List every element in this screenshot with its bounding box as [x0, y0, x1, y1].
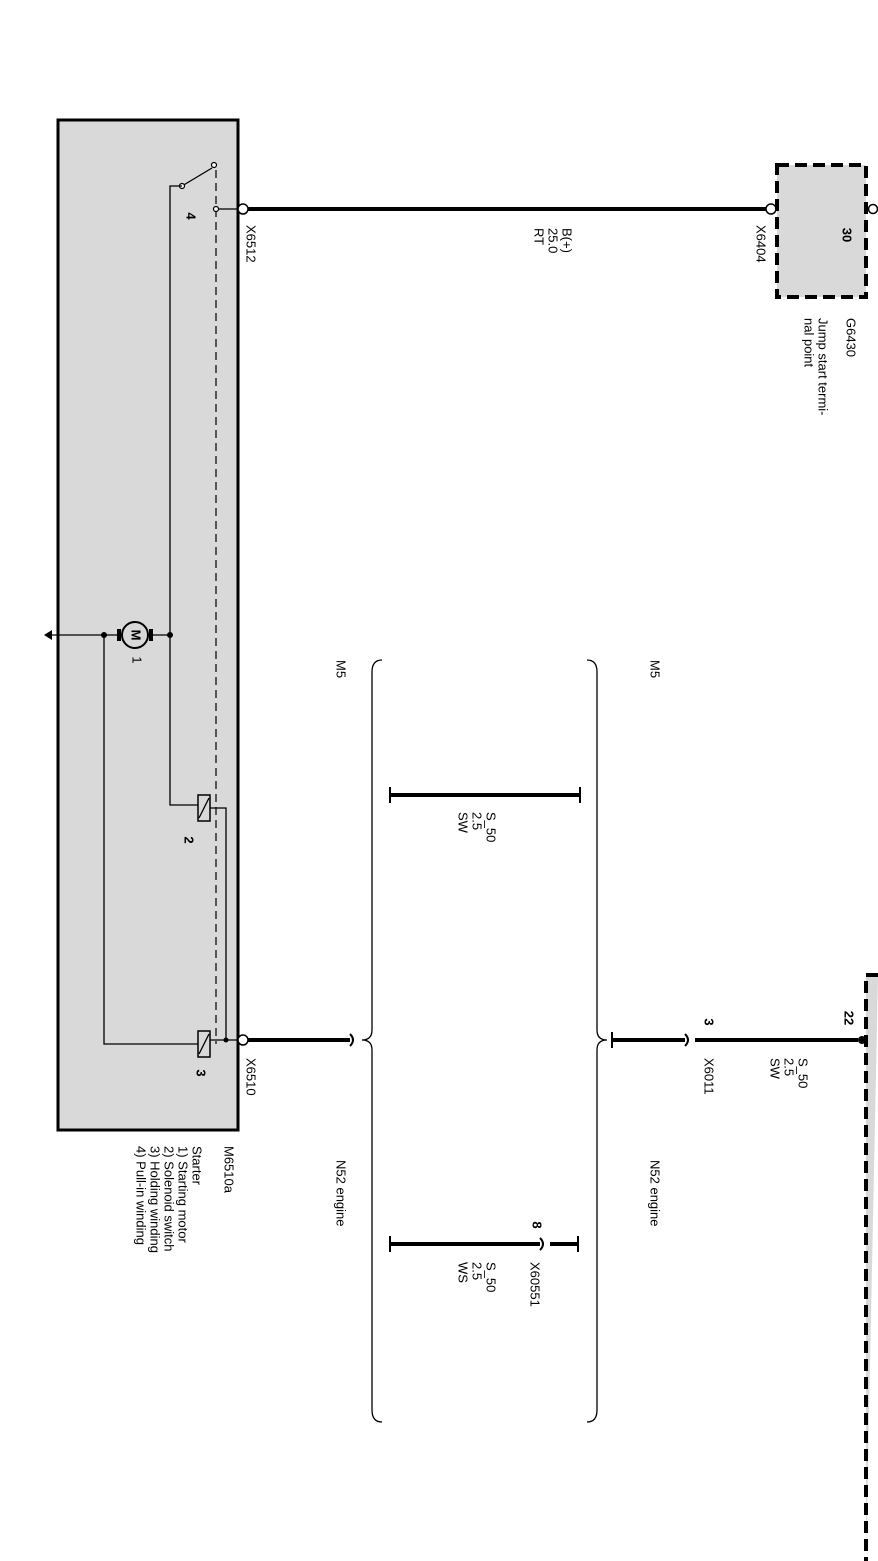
x6510-plug-end	[349, 1033, 354, 1047]
s50-ws-gauge: 2.5	[470, 1262, 485, 1280]
s50-sw-upper-gauge: 2.5	[782, 1058, 797, 1076]
terminal-jump-start-right	[867, 203, 878, 215]
lower-variant-n52: N52 engine	[334, 1160, 349, 1227]
s50-ws-signal: S_50	[484, 1262, 499, 1292]
starter-legend-4: 4) Pull-in winding	[134, 1146, 149, 1245]
starter-name: Starter	[190, 1146, 205, 1186]
motor-symbol-label: M	[129, 630, 144, 641]
jump-start-name-line2: nal point	[802, 318, 817, 368]
x6011-plug-end	[684, 1033, 689, 1047]
label-starting-motor-number: 1	[130, 656, 145, 663]
solenoid-coil-diag	[198, 797, 210, 819]
label-solenoid-number: 2	[182, 836, 197, 843]
s50-sw-middle-gauge: 2.5	[470, 812, 485, 830]
motor-symbol-icon	[121, 621, 149, 649]
starter-legend-1: 1) Starting motor	[176, 1146, 191, 1243]
motor-node-right	[167, 632, 173, 638]
pull-in-wire	[169, 185, 200, 806]
connector-x6011-label: X6011	[702, 1058, 717, 1095]
battery-wire-gauge: 25.0	[546, 228, 561, 253]
terminal-x6512	[237, 203, 249, 215]
motor-brush-right	[149, 629, 153, 641]
s50-sw-middle-color: SW	[456, 812, 471, 834]
holding-coil-diag	[198, 1033, 210, 1055]
x60551-plug-end	[539, 1237, 544, 1251]
upper-variant-n52: N52 engine	[648, 1160, 663, 1227]
ground-arrow-icon	[44, 630, 52, 640]
right-box-terminal-node	[858, 1036, 866, 1044]
starter-legend-2: 2) Solenoid switch	[162, 1146, 177, 1252]
connector-x60551-label: X60551	[528, 1262, 543, 1307]
jump-start-pin-label: 30	[840, 228, 855, 242]
lower-variant-m5: M5	[334, 660, 349, 678]
motor-brush-left	[117, 629, 121, 641]
jump-start-terminal-box	[775, 163, 868, 299]
terminal-x6404	[765, 203, 777, 215]
s50-sw-upper-color: SW	[768, 1058, 783, 1080]
right-component-box	[864, 973, 878, 1561]
lower-variant-brace	[361, 659, 383, 1423]
x60551-pin-label: 8	[530, 1221, 545, 1228]
jump-start-id: G6430	[844, 318, 859, 357]
holding-winding-wire	[103, 635, 200, 1045]
connector-x6512-label: X6512	[244, 225, 259, 263]
solenoid-to-terminal-wire	[210, 807, 227, 1040]
starter-id: M6510a	[222, 1146, 237, 1194]
x6011-pin-label: 3	[702, 1018, 717, 1025]
switch-contact-lower	[212, 205, 220, 213]
s50-sw-upper-signal: S_50	[796, 1058, 811, 1088]
label-holding-number: 3	[194, 1069, 209, 1076]
starter-component-box	[56, 118, 240, 1132]
battery-wire-color: RT	[532, 228, 547, 245]
s50-sw-middle-signal: S_50	[484, 812, 499, 842]
connector-x6404-label: X6404	[754, 225, 769, 263]
s50-ws-color: WS	[456, 1262, 471, 1283]
label-pull-in-number: 4	[184, 212, 199, 220]
connector-x6510-label: X6510	[244, 1058, 259, 1096]
starter-legend-3: 3) Holding winding	[148, 1146, 163, 1253]
jump-start-name-line1: Jump start termi-	[816, 318, 831, 416]
switch-blade	[181, 167, 213, 187]
switch-contact-upper	[210, 161, 218, 169]
upper-variant-m5: M5	[648, 660, 663, 678]
terminal-x6510	[237, 1034, 249, 1046]
battery-wire-signal: B(+)	[560, 228, 575, 253]
right-box-pin-label: 22	[842, 1011, 857, 1025]
upper-variant-brace	[586, 659, 608, 1423]
